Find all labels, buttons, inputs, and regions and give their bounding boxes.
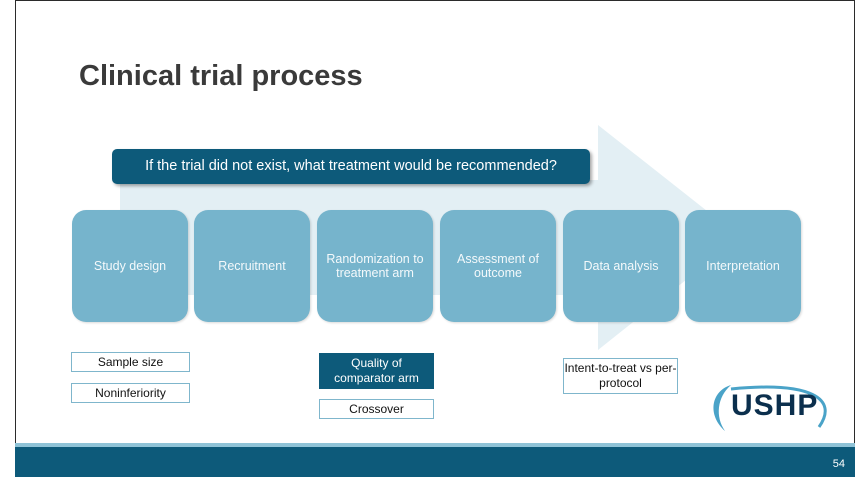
tag-intent-to-treat: Intent-to-treat vs per-protocol [563, 358, 678, 394]
tag-crossover: Crossover [319, 399, 434, 419]
step-randomization: Randomization to treatment arm [317, 210, 433, 322]
step-label: Recruitment [218, 259, 286, 273]
logo-text: USHP [731, 389, 819, 422]
logo-swoosh-icon [713, 385, 827, 431]
step-assessment: Assessment of outcome [440, 210, 556, 322]
step-label: Assessment of outcome [457, 252, 539, 280]
footer-accent-line [15, 443, 855, 447]
page-number: 54 [832, 458, 845, 470]
question-callout: If the trial did not exist, what treatme… [112, 149, 590, 184]
step-label: Data analysis [583, 259, 659, 273]
tag-noninferiority: Noninferiority [71, 383, 190, 403]
step-interpretation: Interpretation [685, 210, 801, 322]
tag-quality-comparator-text: Quality of comparator arm [334, 356, 419, 385]
slide-title: Clinical trial process [79, 60, 363, 92]
step-data-analysis: Data analysis [563, 210, 679, 322]
tag-quality-comparator: Quality of comparator arm [319, 353, 434, 389]
step-study-design: Study design [72, 210, 188, 322]
footer-bar: 54 [15, 447, 855, 477]
step-label: Randomization to treatment arm [326, 252, 424, 280]
step-label: Study design [93, 259, 167, 273]
tag-sample-size: Sample size [71, 352, 190, 372]
slide-border-top [15, 0, 855, 1]
step-label: Interpretation [706, 259, 780, 273]
tag-intent-to-treat-text: Intent-to-treat vs per-protocol [564, 361, 677, 390]
step-recruitment: Recruitment [194, 210, 310, 322]
ushp-logo: USHP [701, 377, 841, 437]
slide-border-left [15, 0, 16, 455]
slide-border-right [854, 0, 855, 455]
